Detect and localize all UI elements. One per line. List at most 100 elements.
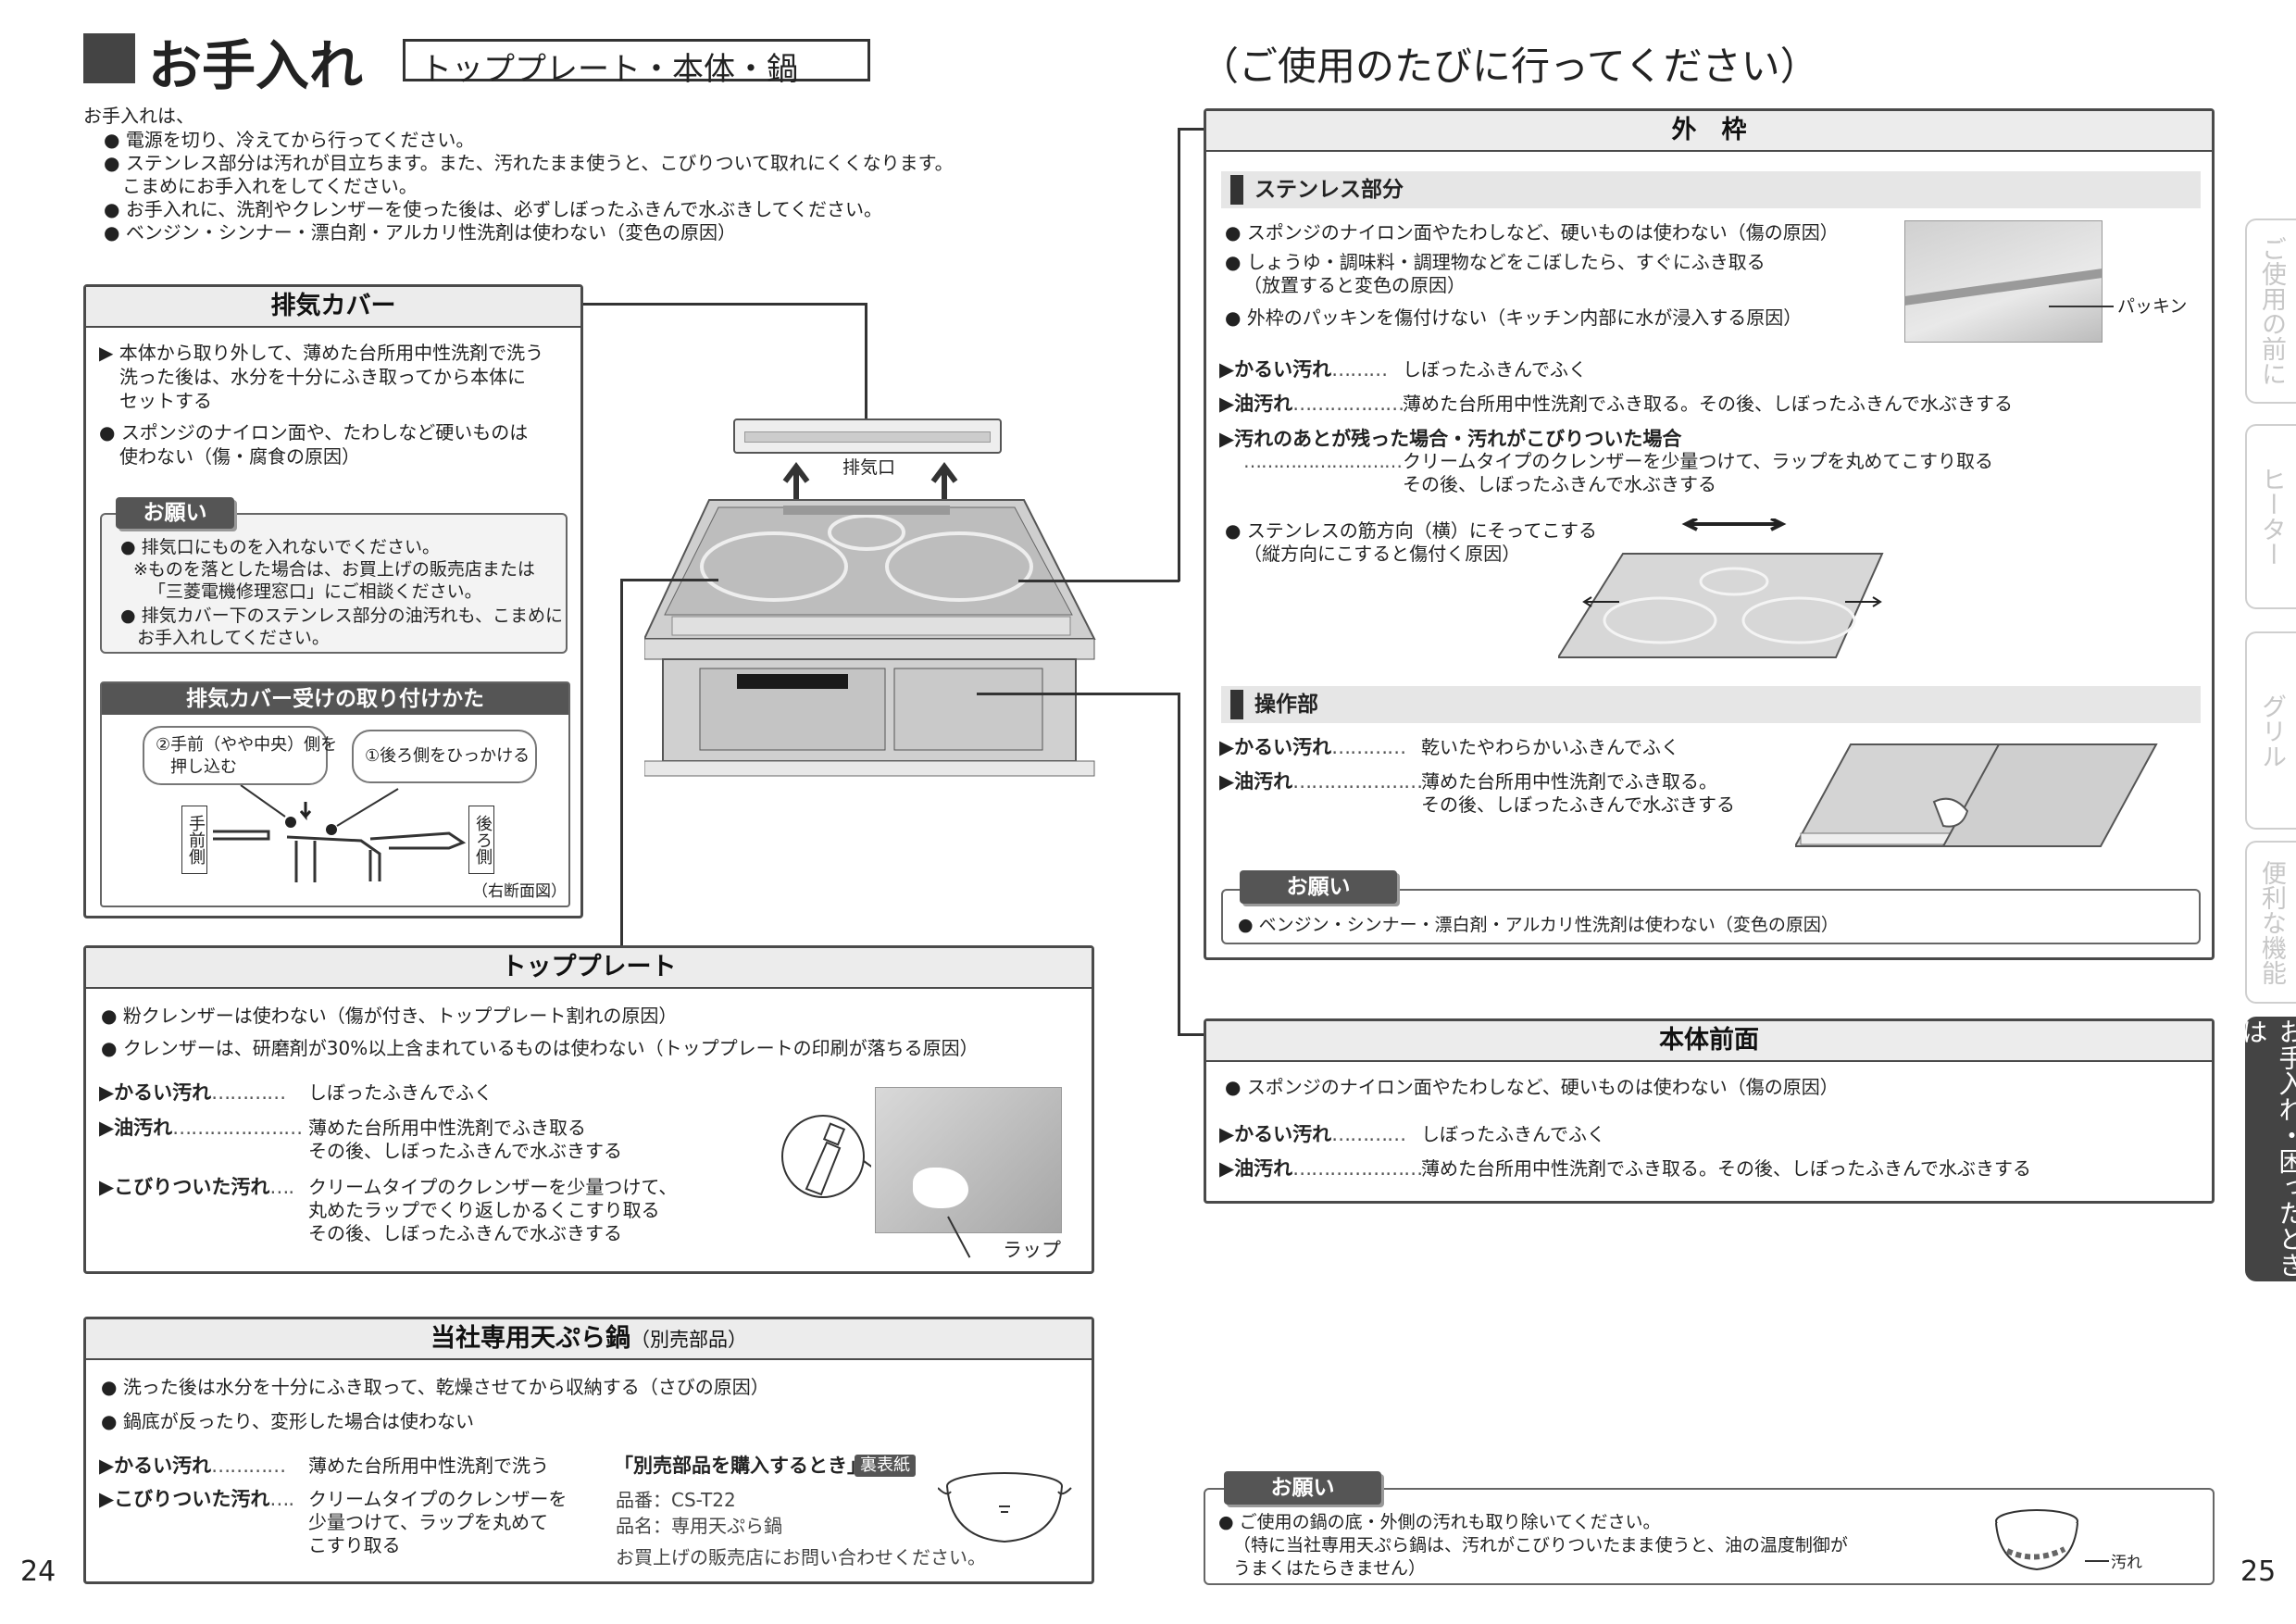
page-number-right: 25	[2240, 1555, 2277, 1588]
exhaust-bullet-1b: 洗った後は、水分を十分にふき取ってから本体に	[119, 366, 526, 388]
wrap-label: ラップ	[1003, 1239, 1061, 1261]
front-row-oil-text: 薄めた台所用中性洗剤でふき取る。その後、しぼったふきんで水ぶきする	[1421, 1157, 2031, 1180]
controls-heading: 操作部	[1221, 686, 2201, 723]
exhaust-port-label: 排気口	[842, 457, 896, 478]
stainless-bullet-1: ● スポンジのナイロン面やたわしなど、硬いものは使わない（傷の原因）	[1225, 221, 1839, 244]
top-plate-row-stuck-text-b: 丸めたラップでくり返しかるくこすり取る	[308, 1199, 660, 1221]
wrap-blob	[913, 1168, 968, 1208]
exhaust-cover-illustration	[733, 418, 1002, 454]
top-plate-row-oil: ▶油汚れ…………………	[99, 1117, 303, 1139]
cleanser-bottle-icon	[781, 1115, 871, 1198]
exhaust-bullet-2: ● スポンジのナイロン面や、たわしなど硬いものは	[99, 421, 529, 443]
tab-maintenance[interactable]: お手入れ・困ったときは	[2239, 1017, 2296, 1281]
leader-front-h	[977, 693, 1180, 695]
leader-top-v	[620, 579, 623, 947]
exhaust-bullet-2b: 使わない（傷・腐食の原因）	[119, 445, 360, 468]
bottom-negai-tag: お願い	[1224, 1471, 1381, 1505]
top-plate-row-stuck-text: クリームタイプのクレンザーを少量つけて、	[308, 1176, 678, 1198]
top-plate-photo	[875, 1087, 1062, 1233]
stainless-bullet-2: ● しょうゆ・調味料・調理物などをこぼしたら、すぐにふき取る	[1225, 251, 1766, 273]
exhaust-bullet-1c: セットする	[119, 390, 212, 412]
controls-wipe-illustration	[1795, 743, 2158, 847]
outer-frame-panel: 外 枠 ステンレス部分 ● スポンジのナイロン面やたわしなど、硬いものは使わない…	[1204, 108, 2215, 960]
top-plate-row-stuck: ▶こびりついた汚れ….	[99, 1176, 294, 1198]
tab-before-use[interactable]: ご使用の前に	[2245, 219, 2296, 404]
frame-row-oil: ▶油汚れ………………	[1219, 393, 1404, 415]
grain-direction-b: （縦方向にこすると傷付く原因）	[1243, 543, 1521, 565]
front-row-light: ▶かるい汚れ…………	[1219, 1123, 1406, 1145]
leader-exhaust-h	[583, 303, 867, 306]
pot-row-stuck: ▶こびりついた汚れ….	[99, 1488, 294, 1510]
tab-grill[interactable]: グリル	[2245, 631, 2296, 830]
bottom-negai-l2: （特に当社専用天ぷら鍋は、汚れがこびりついたまま使うと、油の温度制御が	[1233, 1535, 1848, 1555]
controls-row-light: ▶かるい汚れ…………	[1219, 736, 1406, 758]
top-plate-row-light-text: しぼったふきんでふく	[308, 1081, 493, 1104]
step1-bubble: ①後ろ側をひっかける	[352, 730, 537, 783]
frame-row-stuck-dots: ………………………	[1243, 450, 1403, 472]
pot-row-stuck-text-b: 少量つけて、ラップを丸めて	[308, 1511, 548, 1533]
leader-top-h	[620, 579, 718, 581]
subtitle-text: トッププレート・本体・鍋	[420, 51, 798, 88]
front-side-text: 手前側	[186, 815, 206, 865]
page-title: お手入れ	[148, 34, 364, 97]
bottom-negai-l3: うまくはたらきません）	[1233, 1558, 1427, 1579]
tempura-pot-heading: 当社専用天ぷら鍋（別売部品）	[86, 1319, 1092, 1360]
packing-label: パッキン	[2117, 296, 2188, 317]
exhaust-negai-1b: ※ものを落とした場合は、お買上げの販売店または	[133, 559, 535, 580]
controls-row-oil-text-b: その後、しぼったふきんで水ぶきする	[1421, 793, 1735, 816]
pot-row-stuck-text: クリームタイプのクレンザーを	[308, 1488, 568, 1510]
page-number-left: 24	[20, 1555, 56, 1588]
pot-bullet-1: ● 洗った後は水分を十分にふき取って、乾燥させてから収納する（さびの原因）	[101, 1376, 769, 1398]
title-marker	[83, 33, 135, 83]
packing-leader	[2049, 306, 2114, 307]
step2-text: ②手前（やや中央）側を	[156, 735, 338, 755]
controls-row-oil: ▶油汚れ…………………	[1219, 770, 1423, 793]
controls-row-light-text: 乾いたやわらかいふきんでふく	[1421, 736, 1679, 758]
back-side-label: 後ろ側	[468, 806, 494, 874]
front-side-label: 手前側	[181, 806, 207, 874]
intro-item-4: ● ベンジン・シンナー・漂白剤・アルカリ性洗剤は使わない（変色の原因）	[104, 221, 737, 244]
tab-heater[interactable]: ヒーター	[2245, 424, 2296, 609]
packing-edge	[1905, 269, 2102, 306]
exhaust-negai-2b: お手入れしてください。	[137, 628, 330, 648]
exhaust-cover-slot	[744, 431, 991, 443]
top-plate-panel: トッププレート ● 粉クレンザーは使わない（傷が付き、トッププレート割れの原因）…	[83, 945, 1094, 1274]
tab-useful-functions[interactable]: 便利な機能	[2245, 841, 2296, 1004]
tempura-pot-icon	[938, 1472, 1072, 1543]
exhaust-negai-1c: 「三菱電機修理窓口」にご相談ください。	[148, 581, 482, 602]
frame-row-stuck-text-b: その後、しぼったふきんで水ぶきする	[1403, 473, 1716, 495]
top-plate-row-oil-text-b: その後、しぼったふきんで水ぶきする	[308, 1140, 622, 1162]
controls-row-oil-text: 薄めた台所用中性洗剤でふき取る。	[1421, 770, 1717, 793]
leader-frame-v	[1178, 128, 1180, 581]
leader-frame-h	[1178, 128, 1204, 131]
intro-item-1: ● 電源を切り、冷えてから行ってください。	[104, 129, 475, 151]
top-plate-bullet-1: ● 粉クレンザーは使わない（傷が付き、トッププレート割れの原因）	[101, 1005, 678, 1027]
attach-heading: 排気カバー受けの取り付けかた	[102, 683, 568, 715]
frame-row-stuck: ▶汚れのあとが残った場合・汚れがこびりついた場合	[1219, 428, 1682, 450]
back-side-text: 後ろ側	[473, 815, 493, 865]
top-plate-row-stuck-text-c: その後、しぼったふきんで水ぶきする	[308, 1222, 622, 1244]
stainless-heading: ステンレス部分	[1221, 171, 2201, 208]
pot-row-light-text: 薄めた台所用中性洗剤で洗う	[308, 1455, 549, 1477]
exhaust-negai-box: ● 排気口にものを入れないでください。 ※ものを落とした場合は、お買上げの販売店…	[100, 513, 568, 654]
stainless-bullet-3: ● 外枠のパッキンを傷付けない（キッチン内部に水が浸入する原因）	[1225, 306, 1803, 329]
dirt-label: 汚れ	[2111, 1554, 2142, 1572]
grain-direction: ● ステンレスの筋方向（横）にそってこする	[1225, 519, 1598, 542]
exhaust-cover-panel: 排気カバー ▶ 本体から取り外して、薄めた台所用中性洗剤で洗う 洗った後は、水分…	[83, 284, 583, 918]
intro-item-3: ● お手入れに、洗剤やクレンザーを使った後は、必ずしぼったふきんで水ぶきしてくだ…	[104, 198, 883, 220]
exhaust-negai-2: ● 排気カバー下のステンレス部分の油汚れも、こまめに	[120, 606, 564, 626]
part-number: 品番：CS-T22	[616, 1489, 736, 1511]
front-row-light-text: しぼったふきんでふく	[1421, 1123, 1605, 1145]
top-plate-row-oil-text: 薄めた台所用中性洗剤でふき取る	[308, 1117, 586, 1139]
packing-photo	[1904, 220, 2103, 343]
step2-bubble: ②手前（やや中央）側を 押し込む	[143, 726, 337, 785]
leader-front-v	[1178, 693, 1180, 1035]
top-plate-bullet-2: ● クレンザーは、研磨剤が30%以上含まれているものは使わない（トッププレートの…	[101, 1037, 979, 1059]
section-diagram	[213, 785, 467, 882]
front-bullet-1: ● スポンジのナイロン面やたわしなど、硬いものは使わない（傷の原因）	[1225, 1076, 1839, 1098]
intro-item-2b: こまめにお手入れをしてください。	[122, 175, 418, 197]
tempura-pot-panel: 当社専用天ぷら鍋（別売部品） ● 洗った後は水分を十分にふき取って、乾燥させてか…	[83, 1317, 1094, 1584]
step2-text-b: 押し込む	[170, 757, 237, 777]
exhaust-cover-heading: 排気カバー	[86, 287, 580, 328]
frame-negai-tag: お願い	[1240, 870, 1397, 904]
